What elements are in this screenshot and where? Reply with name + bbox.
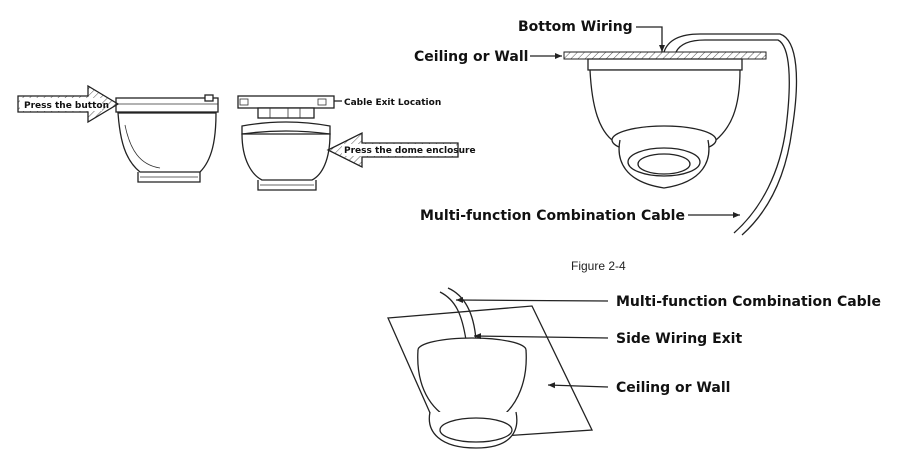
ceiling-wall-label-top: Ceiling or Wall: [414, 49, 528, 65]
side-cable: [439, 291, 467, 341]
figure-caption: Figure 2-4: [571, 259, 626, 273]
side-wiring-figure: Multi-function Combination Cable Side Wi…: [387, 287, 881, 449]
left-disassembly-figure: Press the button Cable Exit Location Pre…: [17, 84, 476, 191]
press-button-arrow: Press the button: [17, 84, 120, 124]
side-mounted-camera: [417, 337, 527, 449]
cable-label-bottom: Multi-function Combination Cable: [616, 294, 881, 310]
base-plate: Cable Exit Location: [237, 95, 441, 119]
bottom-wiring-label: Bottom Wiring: [518, 19, 633, 35]
press-dome-arrow: Press the dome enclosure: [326, 131, 476, 169]
camera-body-left: [115, 94, 219, 183]
cable-label-top: Multi-function Combination Cable: [420, 208, 685, 224]
ceiling-wall-label-bottom: Ceiling or Wall: [616, 380, 730, 396]
figure-2-4: Bottom Wiring Ceiling or Wall Multi-func…: [414, 19, 798, 273]
mounted-camera: [587, 58, 743, 189]
dome-enclosure: [241, 121, 331, 191]
ceiling-slab: [563, 51, 767, 60]
combination-cable-outer: [663, 33, 798, 236]
press-dome-label: Press the dome enclosure: [344, 146, 476, 156]
press-button-label: Press the button: [24, 101, 109, 111]
side-exit-label: Side Wiring Exit: [616, 331, 742, 347]
cable-exit-label: Cable Exit Location: [344, 98, 441, 108]
